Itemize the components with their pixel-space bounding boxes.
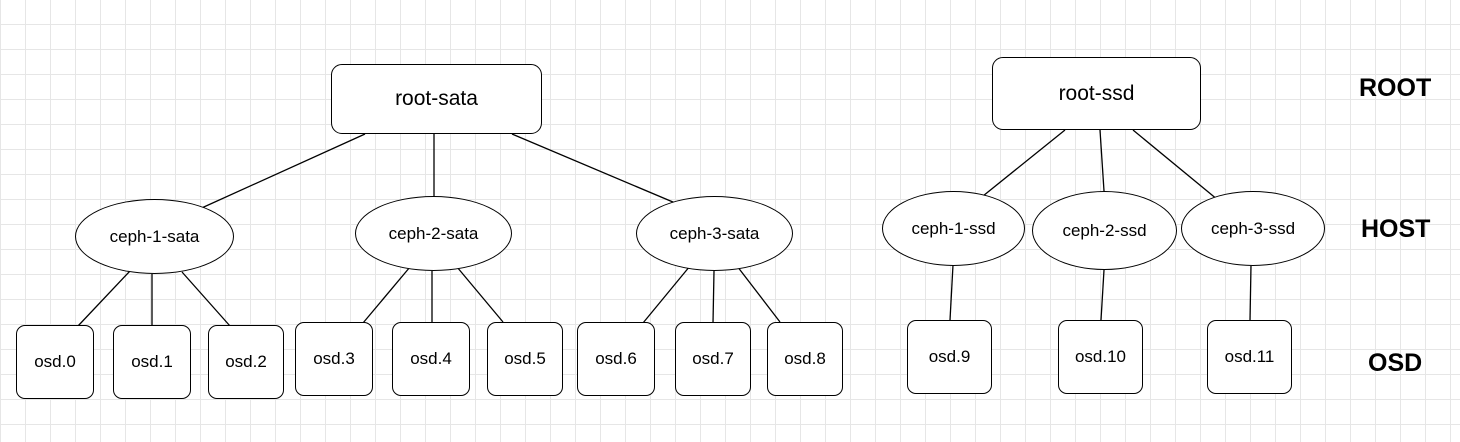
edge-ceph-1-sata-osd0	[77, 270, 131, 327]
osd-node-10: osd.10	[1058, 320, 1143, 394]
osd-node-3: osd.3	[295, 322, 373, 396]
host-node-ceph-1-ssd: ceph-1-ssd	[882, 191, 1025, 266]
osd-node-8: osd.8	[767, 322, 843, 396]
level-label-host: HOST	[1361, 215, 1431, 243]
level-label-osd: OSD	[1368, 349, 1423, 377]
edge-ceph-3-sata-osd7	[712, 270, 715, 324]
osd-node-11: osd.11	[1207, 320, 1292, 394]
edge-root-ssd-ceph-1-ssd	[982, 129, 1066, 197]
osd-node-5: osd.5	[487, 322, 563, 396]
root-node-ssd: root-ssd	[992, 57, 1201, 130]
edge-ceph-3-ssd-osd11	[1249, 265, 1252, 321]
edge-ceph-1-sata-osd2	[181, 271, 231, 327]
host-node-ceph-3-sata: ceph-3-sata	[636, 196, 793, 271]
level-label-root: ROOT	[1359, 74, 1432, 102]
host-node-ceph-3-ssd: ceph-3-ssd	[1181, 191, 1325, 266]
osd-node-4: osd.4	[392, 322, 470, 396]
edge-root-sata-ceph-3-sata	[511, 133, 681, 206]
edge-ceph-3-sata-osd6	[642, 265, 691, 324]
edge-root-ssd-ceph-2-ssd	[1099, 129, 1105, 192]
edge-ceph-2-sata-osd5	[456, 266, 504, 323]
host-node-ceph-1-sata: ceph-1-sata	[75, 199, 234, 274]
osd-node-1: osd.1	[113, 325, 191, 399]
osd-node-6: osd.6	[577, 322, 655, 396]
host-node-ceph-2-sata: ceph-2-sata	[355, 196, 512, 271]
root-node-sata: root-sata	[331, 64, 542, 134]
edge-ceph-1-ssd-osd9	[949, 264, 954, 321]
edge-ceph-2-ssd-osd10	[1100, 269, 1105, 321]
edge-root-sata-ceph-1-sata	[194, 133, 366, 212]
osd-node-2: osd.2	[208, 325, 284, 399]
osd-node-0: osd.0	[16, 325, 94, 399]
edge-ceph-3-sata-osd8	[736, 265, 781, 323]
edge-root-ssd-ceph-3-ssd	[1132, 129, 1219, 201]
osd-node-9: osd.9	[907, 320, 992, 394]
edge-ceph-2-sata-osd3	[362, 266, 411, 324]
host-node-ceph-2-ssd: ceph-2-ssd	[1032, 191, 1177, 270]
osd-node-7: osd.7	[675, 322, 751, 396]
